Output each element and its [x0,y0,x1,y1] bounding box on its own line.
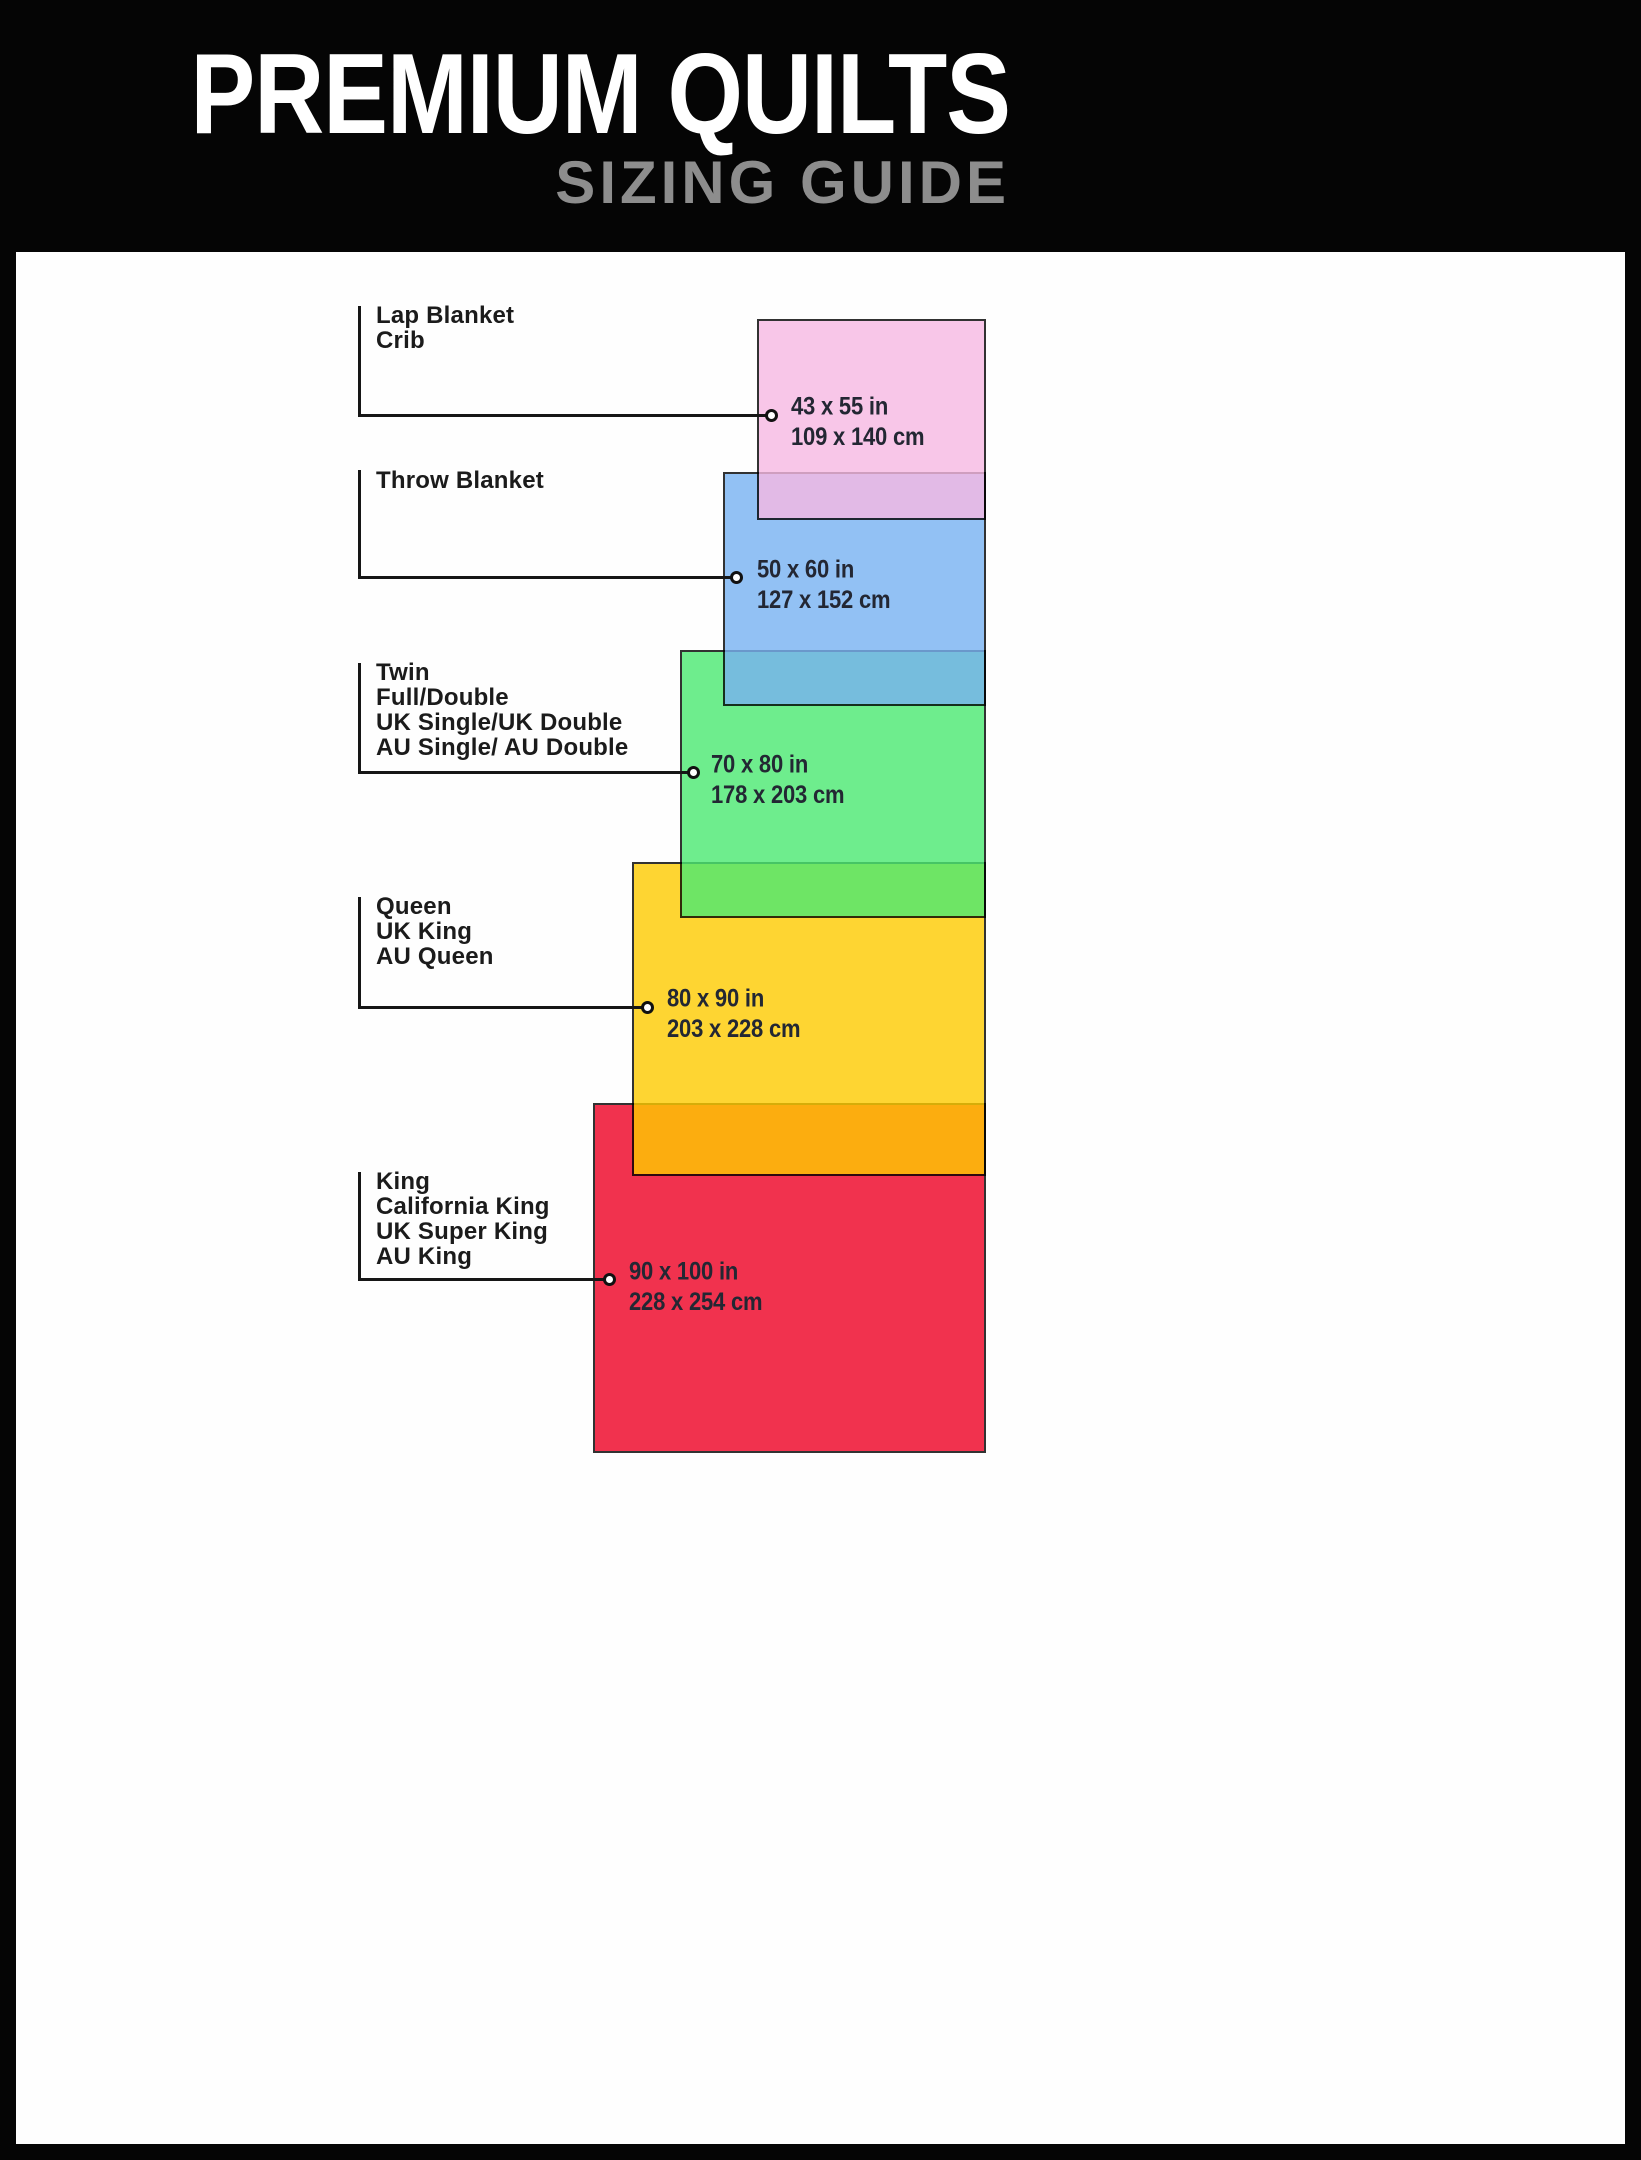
label-line: Full/Double [376,684,509,711]
label-line: Queen [376,893,452,920]
quilt-rect-lap-blanket [757,319,986,520]
label-line: Crib [376,327,425,354]
connector-dot-twin [687,766,700,779]
size-centimeters: 109 x 140 cm [791,422,925,451]
connector-vline-lap [358,306,361,417]
size-inches: 43 x 55 in [791,392,889,421]
size-inches: 80 x 90 in [667,984,765,1013]
size-centimeters: 178 x 203 cm [711,780,845,809]
header: PREMIUM QUILTS SIZING GUIDE [140,28,1011,216]
size-centimeters: 228 x 254 cm [629,1287,763,1316]
connector-vline-twin [358,663,361,774]
label-line: California King [376,1193,550,1220]
label-line: UK King [376,918,473,945]
size-dimensions-king: 90 x 100 in 228 x 254 cm [629,1256,763,1316]
size-dimensions-lap: 43 x 55 in 109 x 140 cm [791,391,925,451]
category-label-twin: Twin Full/Double UK Single/UK Double AU … [376,660,628,760]
size-dimensions-queen: 80 x 90 in 203 x 228 cm [667,983,801,1043]
connector-hline-king [358,1278,604,1281]
connector-dot-king [603,1273,616,1286]
label-line: AU Single/ AU Double [376,734,629,761]
size-inches: 90 x 100 in [629,1257,739,1286]
label-line: Twin [376,659,430,686]
label-line: UK Super King [376,1218,548,1245]
label-line: Lap Blanket [376,302,515,329]
connector-hline-throw [358,576,731,579]
category-label-king: King California King UK Super King AU Ki… [376,1169,550,1269]
connector-hline-queen [358,1006,642,1009]
size-dimensions-twin: 70 x 80 in 178 x 203 cm [711,749,845,809]
connector-vline-king [358,1172,361,1281]
label-line: King [376,1168,431,1195]
category-label-throw: Throw Blanket [376,468,544,493]
connector-vline-queen [358,897,361,1009]
label-line: Throw Blanket [376,467,544,494]
size-inches: 50 x 60 in [757,555,855,584]
connector-hline-twin [358,771,688,774]
size-centimeters: 127 x 152 cm [757,585,891,614]
size-centimeters: 203 x 228 cm [667,1014,801,1043]
connector-vline-throw [358,470,361,579]
size-dimensions-throw: 50 x 60 in 127 x 152 cm [757,554,891,614]
connector-dot-lap [765,409,778,422]
size-inches: 70 x 80 in [711,750,809,779]
connector-hline-lap [358,414,766,417]
label-line: UK Single/UK Double [376,709,623,736]
category-label-queen: Queen UK King AU Queen [376,894,494,969]
page-title: PREMIUM QUILTS [190,28,1011,158]
page-subtitle: SIZING GUIDE [555,149,1010,216]
connector-dot-queen [641,1001,654,1014]
label-line: AU King [376,1243,473,1270]
category-label-lap: Lap Blanket Crib [376,303,514,353]
label-line: AU Queen [376,943,494,970]
connector-dot-throw [730,571,743,584]
